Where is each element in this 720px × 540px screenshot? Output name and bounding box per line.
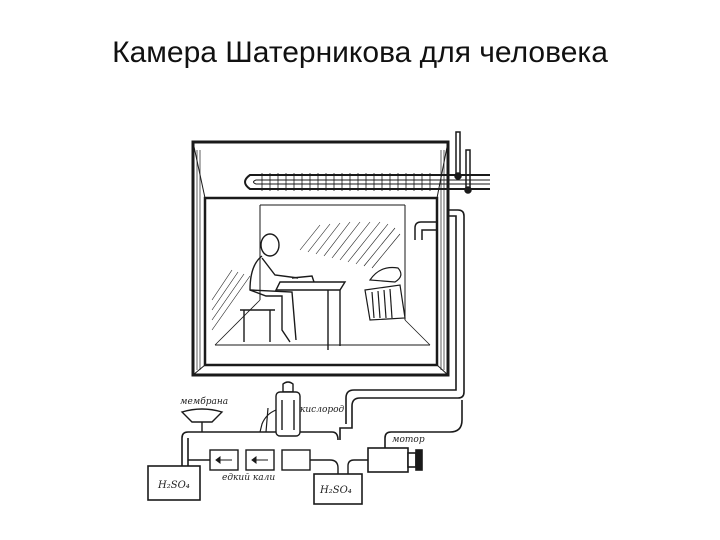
external-piping bbox=[181, 209, 465, 466]
right-bottle-link bbox=[347, 459, 368, 474]
cooling-coil bbox=[244, 174, 490, 190]
bed-and-blanket bbox=[364, 266, 406, 321]
oxygen-coil bbox=[259, 407, 277, 433]
tube-arrows bbox=[215, 456, 268, 464]
motor-icon bbox=[367, 447, 423, 473]
acid-left-label: H₂SO₄ bbox=[157, 480, 190, 491]
seated-person bbox=[240, 233, 299, 343]
oxygen-cylinder-icon bbox=[275, 381, 301, 437]
chamber-frame bbox=[191, 140, 450, 377]
thermometer-icon bbox=[454, 131, 472, 194]
coil-ribs bbox=[261, 173, 431, 191]
frame-hatching bbox=[196, 150, 445, 370]
acid-bottle-left bbox=[147, 465, 201, 501]
tube-connectors bbox=[188, 459, 339, 478]
room-interior bbox=[214, 204, 431, 346]
motor-label: мотор bbox=[392, 435, 425, 445]
intake-pipe bbox=[414, 221, 438, 240]
caustic-potash-label: едкий кали bbox=[222, 473, 275, 483]
table bbox=[274, 275, 347, 350]
acid-right-label: H₂SO₄ bbox=[319, 485, 352, 496]
acid-bottle-right bbox=[313, 473, 363, 505]
membrane-icon bbox=[180, 408, 224, 432]
slide-title: Камера Шатерникова для человека bbox=[112, 36, 608, 69]
membrane-label: мембрана bbox=[180, 396, 228, 407]
oxygen-label: кислород bbox=[300, 405, 345, 415]
wall-shading bbox=[211, 221, 401, 331]
